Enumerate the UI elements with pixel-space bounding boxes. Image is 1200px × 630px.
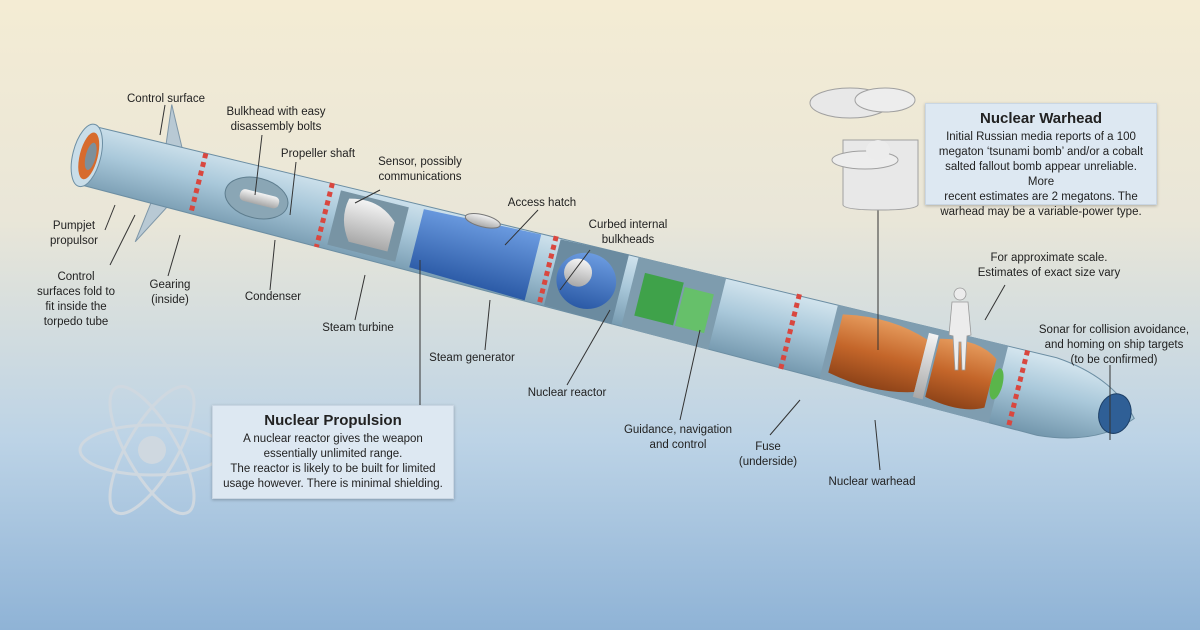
nuclear-warhead-text: Initial Russian media reports of a 100 m…	[938, 131, 1144, 218]
nuclear-propulsion-title: Nuclear Propulsion	[264, 412, 402, 429]
nuclear-propulsion-text: A nuclear reactor gives the weapon essen…	[223, 433, 443, 490]
warhead-green-element	[989, 368, 1004, 400]
label-scale: For approximate scale. Estimates of exac…	[977, 252, 1121, 279]
propeller-shaft-part	[239, 189, 280, 209]
label-steam-turbine: Steam turbine	[322, 322, 394, 334]
guidance-module-2	[675, 287, 714, 334]
mushroom-cloud-icon	[809, 87, 919, 211]
warhead-spacer	[912, 332, 939, 400]
label-propeller-shaft: Propeller shaft	[280, 148, 356, 160]
label-guidance: Guidance, navigation and control	[623, 424, 733, 451]
nuclear-warhead-title: Nuclear Warhead	[980, 110, 1102, 127]
label-pumpjet: Pumpjet propulsor	[50, 220, 98, 247]
access-hatch-part	[464, 213, 501, 229]
label-sensor: Sensor, possibly communications	[378, 156, 462, 183]
steam-turbine-part	[343, 198, 395, 252]
reactor-bulkhead	[564, 258, 593, 287]
label-sonar: Sonar for collision avoidance, and homin…	[1038, 324, 1190, 366]
label-fuse: Fuse (underside)	[738, 441, 798, 468]
leader-lines	[104, 104, 1111, 471]
label-gearing: Gearing (inside)	[149, 279, 191, 306]
atom-icon	[78, 384, 226, 516]
nuclear-propulsion-box: Nuclear Propulsion A nuclear reactor giv…	[212, 405, 454, 499]
pumpjet-hub	[84, 142, 97, 170]
guidance-module	[634, 272, 684, 326]
label-nuclear-reactor: Nuclear reactor	[527, 387, 607, 399]
label-control-surface: Control surface	[127, 93, 205, 105]
red-bands	[188, 152, 1031, 429]
label-condenser: Condenser	[244, 291, 302, 303]
label-curbed-bulkheads: Curbed internal bulkheads	[588, 219, 668, 246]
label-nuclear-warhead: Nuclear warhead	[828, 476, 916, 488]
nuclear-warhead-box: Nuclear Warhead Initial Russian media re…	[925, 103, 1157, 218]
label-steam-generator: Steam generator	[429, 352, 515, 364]
warhead-part-2	[925, 338, 997, 410]
warhead-part-1	[828, 314, 928, 393]
label-control-fold: Control surfaces fold to fit inside the …	[37, 271, 115, 328]
label-access-hatch: Access hatch	[507, 197, 577, 209]
steam-generator-part	[409, 209, 542, 301]
human-silhouette-icon	[948, 287, 972, 371]
label-bulkhead: Bulkhead with easy disassembly bolts	[226, 106, 326, 133]
